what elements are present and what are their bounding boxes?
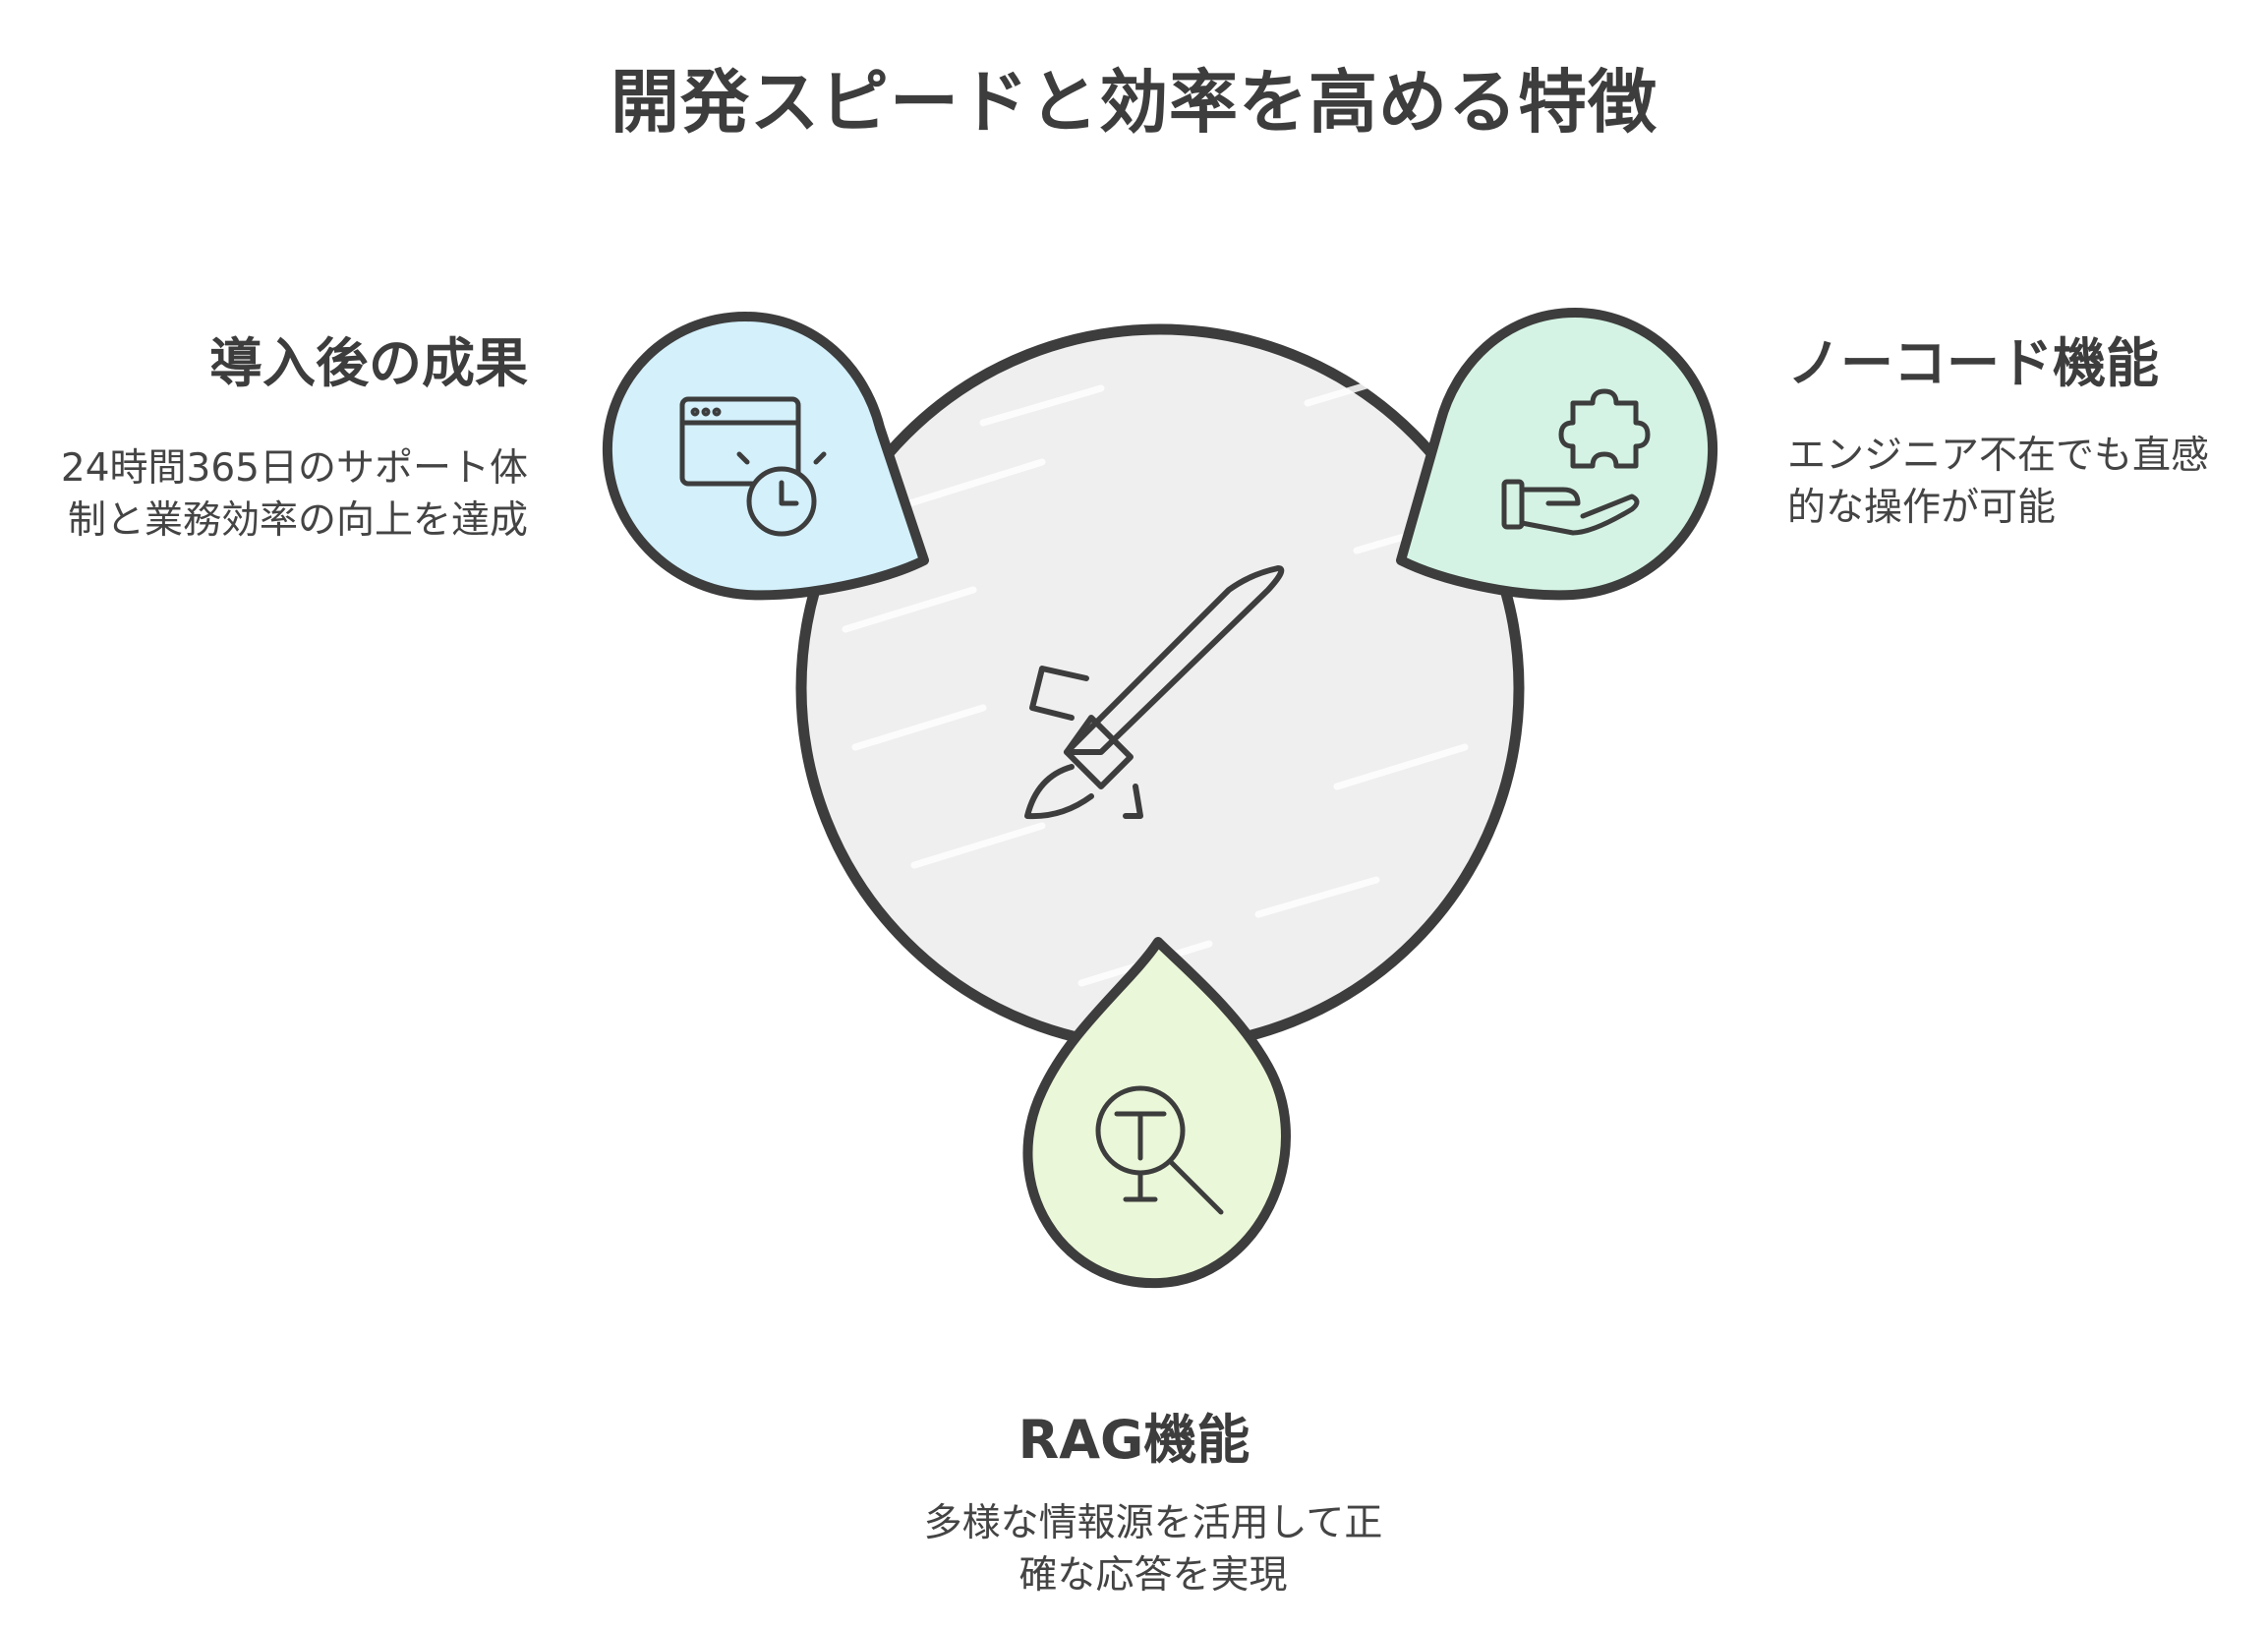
feature-node-left [602, 312, 929, 601]
rocket-icon [1024, 565, 1285, 820]
feature-desc-nocode: エンジニア不在でも直感的な操作が可能 [1787, 434, 2210, 530]
text-search-icon [1095, 1085, 1224, 1215]
feature-heading-rag: RAG機能 [1018, 1409, 1250, 1471]
feature-desc-rag: 多様な情報源を活用して正確な応答を実現 [923, 1501, 1383, 1598]
feature-node-bottom [1022, 937, 1291, 1289]
feature-heading-results: 導入後の成果 [209, 332, 528, 394]
diagram-title: 開発スピードと効率を高める特徴 [611, 62, 1657, 143]
hand-puzzle-icon [1501, 388, 1651, 536]
window-clock-icon [679, 396, 827, 537]
feature-node-right [1396, 308, 1718, 601]
pin-right [1396, 308, 1718, 601]
feature-desc-results: 24時間365日のサポート体制と業務効率の向上を達成 [60, 446, 528, 543]
pin-left [602, 312, 929, 601]
feature-heading-nocode: ノーコード機能 [1787, 332, 2159, 394]
